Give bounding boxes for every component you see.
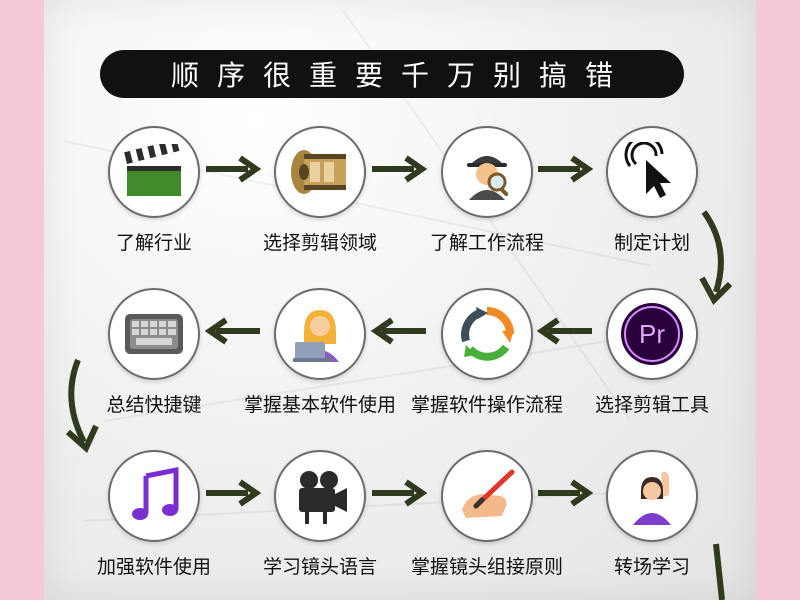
writing-hand-icon xyxy=(462,469,515,518)
step-transition-learning: 转场学习 xyxy=(562,450,742,579)
arrow-right-icon xyxy=(372,479,428,507)
arrow-down-icon xyxy=(713,543,725,600)
step-basic-software: 掌握基本软件使用 xyxy=(230,288,410,417)
step-strengthen-software: 加强软件使用 xyxy=(64,450,244,579)
arrow-left-icon xyxy=(536,317,592,345)
step-label: 选择剪辑工具 xyxy=(594,394,709,416)
arrow-right-icon xyxy=(206,155,262,183)
step-label: 掌握镜头组接原则 xyxy=(410,556,563,578)
movie-camera-icon xyxy=(299,471,347,524)
step-understand-workflow: 了解工作流程 xyxy=(397,126,577,255)
raising-hand-icon xyxy=(633,471,671,525)
step-label: 转场学习 xyxy=(613,556,690,578)
clapperboard-icon xyxy=(124,144,181,196)
step-label: 学习镜头语言 xyxy=(262,556,377,578)
step-software-workflow: 掌握软件操作流程 xyxy=(397,288,577,417)
step-label: 选择剪辑领域 xyxy=(262,232,377,254)
step-label: 掌握软件操作流程 xyxy=(410,394,563,416)
step-shot-editing-principles: 掌握镜头组接原则 xyxy=(397,450,577,579)
arrow-right-icon xyxy=(206,479,262,507)
curved-arrow-down-icon xyxy=(66,358,99,453)
woman-laptop-icon xyxy=(293,310,339,362)
curved-arrow-down-icon xyxy=(699,210,733,305)
film-reel-icon xyxy=(291,150,346,194)
step-label: 了解行业 xyxy=(115,232,192,254)
step-summarize-shortcuts: 总结快捷键 xyxy=(64,288,244,417)
arrow-right-icon xyxy=(538,479,594,507)
step-label: 总结快捷键 xyxy=(106,394,202,416)
step-learn-shot-language: 学习镜头语言 xyxy=(230,450,410,579)
arrow-right-icon xyxy=(538,155,594,183)
svg-text:Pr: Pr xyxy=(639,319,665,349)
detective-icon xyxy=(467,156,509,200)
music-note-icon xyxy=(132,466,179,520)
step-label: 制定计划 xyxy=(613,232,690,254)
step-label: 加强软件使用 xyxy=(96,556,211,578)
keyboard-icon xyxy=(125,314,183,354)
arrow-left-icon xyxy=(204,317,260,345)
arrow-left-icon xyxy=(370,317,426,345)
pointer-click-icon xyxy=(624,142,671,198)
step-choose-field: 选择剪辑领域 xyxy=(230,126,410,255)
step-understand-industry: 了解行业 xyxy=(64,126,244,255)
cycle-arrows-icon xyxy=(461,307,514,361)
banner-title: 顺序很重要千万别搞错 xyxy=(170,59,631,92)
step-choose-tool: Pr 选择剪辑工具 xyxy=(562,288,742,417)
step-label: 掌握基本软件使用 xyxy=(243,394,396,416)
step-label: 了解工作流程 xyxy=(429,232,544,254)
step-make-plan: 制定计划 xyxy=(562,126,742,255)
title-banner: 顺序很重要千万别搞错 xyxy=(100,50,684,98)
premiere-pro-icon: Pr xyxy=(621,303,683,365)
arrow-right-icon xyxy=(372,155,428,183)
